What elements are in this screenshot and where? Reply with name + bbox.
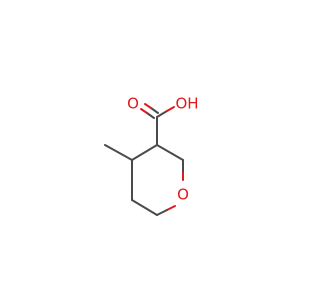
bond-hydroxyl-oxygen bbox=[166, 106, 175, 112]
bond-c3-c2 bbox=[156, 144, 184, 161]
bond-carbonyl-a-oxygen bbox=[140, 108, 148, 114]
bond-c4-c3 bbox=[131, 144, 158, 161]
bond-c6-c5 bbox=[131, 199, 158, 216]
bond-o1-c6-oxygen bbox=[166, 205, 176, 211]
carbonyl-oxygen-label: O bbox=[127, 95, 139, 113]
hydroxyl-label: OH bbox=[175, 95, 198, 113]
bond-carbonyl-b-oxygen bbox=[144, 103, 152, 109]
bond-carbonyl-b-carbon bbox=[150, 107, 159, 114]
bond-hydroxyl-carbon bbox=[156, 110, 168, 118]
bond-carbonyl-a-carbon bbox=[146, 112, 155, 119]
bond-methyl bbox=[104, 144, 133, 161]
molecule-diagram: O OH O bbox=[104, 95, 199, 216]
ring-oxygen-label: O bbox=[177, 186, 189, 204]
bond-o1-c6-carbon bbox=[156, 209, 168, 216]
